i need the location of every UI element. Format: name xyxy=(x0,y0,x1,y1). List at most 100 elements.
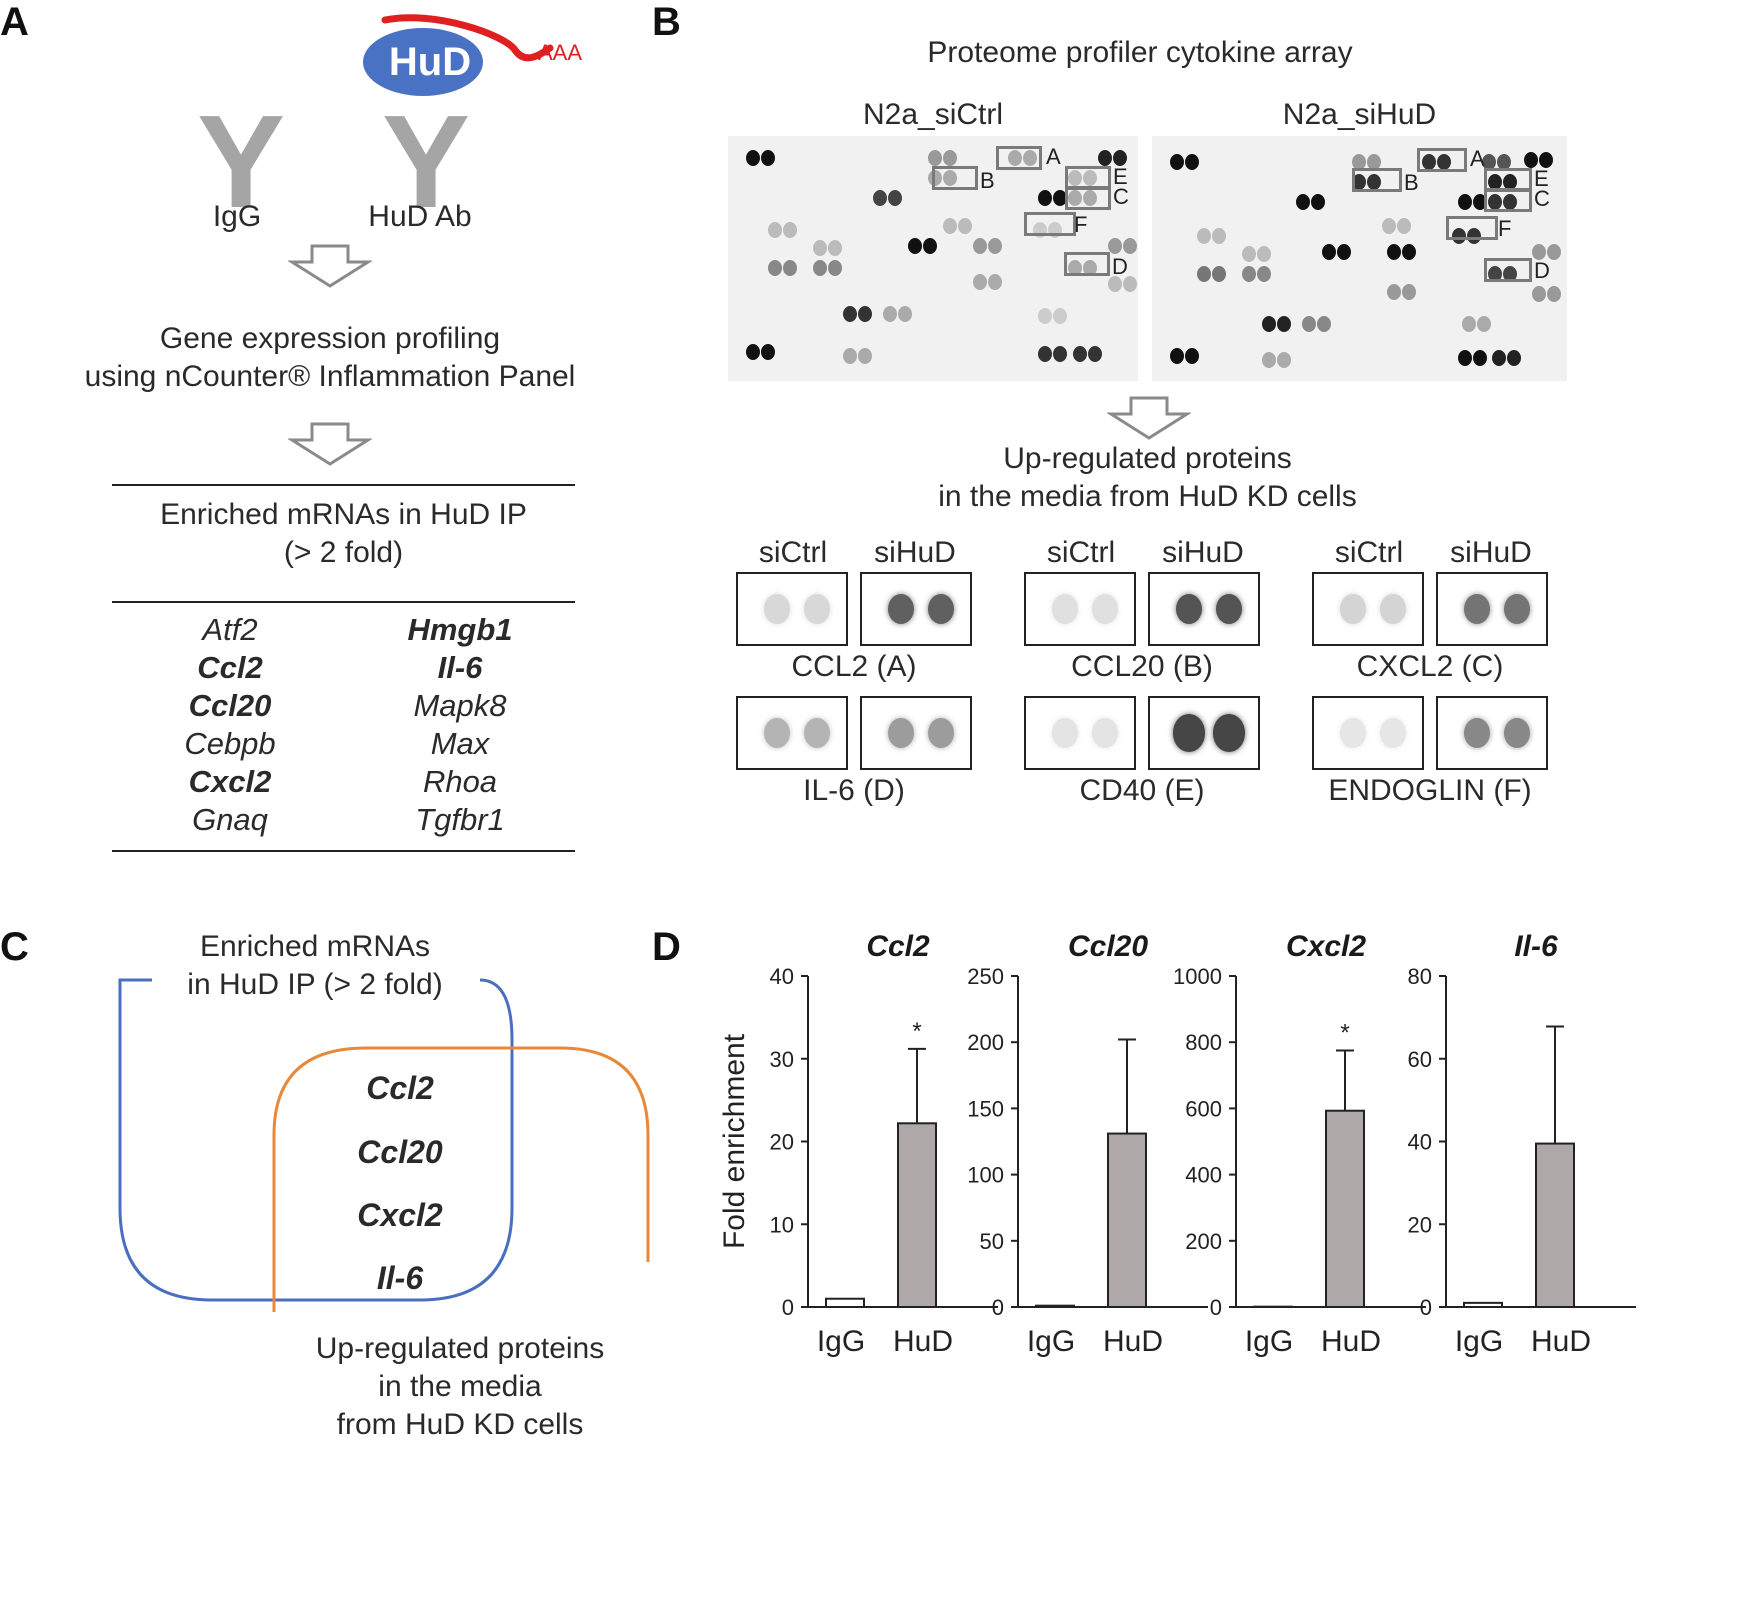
array-spot xyxy=(1212,266,1226,282)
array-spot xyxy=(1532,286,1546,302)
array-spot xyxy=(768,260,782,276)
significance-marker: * xyxy=(912,1018,921,1045)
array-spot xyxy=(783,222,797,238)
crop-name-label: CXCL2 (C) xyxy=(1356,650,1504,683)
array-spot xyxy=(1402,284,1416,300)
marker-box-f xyxy=(1024,212,1076,236)
crop-spot xyxy=(1052,594,1078,624)
marker-label-e: E xyxy=(1534,166,1549,191)
chart-title: Ccl2 xyxy=(866,930,930,963)
array-spot xyxy=(1352,174,1366,190)
igg-label: IgG xyxy=(212,200,262,233)
y-tick-label: 0 xyxy=(1420,1295,1432,1320)
crop-spot xyxy=(804,718,830,748)
x-tick-label: HuD xyxy=(893,1325,953,1358)
array-spot xyxy=(1123,276,1137,292)
crop-panel-sictrl xyxy=(1024,696,1136,770)
array-spot xyxy=(813,240,827,256)
crop-panel-sihud xyxy=(1148,572,1260,646)
x-tick-label: IgG xyxy=(1027,1325,1075,1358)
mrna-strand xyxy=(381,14,554,62)
array-spot xyxy=(943,170,957,186)
marker-label-d: D xyxy=(1534,258,1550,283)
bar-igg xyxy=(1463,1301,1503,1308)
array-spot xyxy=(923,238,937,254)
y-tick-label: 150 xyxy=(967,1096,1004,1121)
panel-a: HuD AAA Y Y IgG HuD Ab Gene expression p… xyxy=(0,0,640,880)
crop-spot xyxy=(1504,594,1530,624)
down-arrow-icon xyxy=(288,244,372,288)
table-header-line-1: Enriched mRNAs in HuD IP xyxy=(160,498,527,531)
bar-hud xyxy=(897,1122,937,1308)
y-tick-label: 20 xyxy=(770,1130,794,1155)
array-spot xyxy=(1038,346,1052,362)
marker-box-d xyxy=(1064,252,1110,276)
crop-panel-sictrl xyxy=(1312,572,1424,646)
array-spot xyxy=(746,150,760,166)
result-heading-line-2: in the media from HuD KD cells xyxy=(938,480,1357,513)
array-spot xyxy=(1477,316,1491,332)
hud-protein-blob xyxy=(363,28,483,96)
y-tick-label: 800 xyxy=(1185,1030,1222,1055)
profiling-line-2: using nCounter® Inflammation Panel xyxy=(84,360,576,393)
result-heading-line-1: Up-regulated proteins xyxy=(1003,442,1292,475)
array-spot xyxy=(1352,154,1366,170)
array-spot xyxy=(1503,266,1517,282)
crop-spot xyxy=(764,594,790,624)
array-spot xyxy=(1458,350,1472,366)
crop-panel-sihud xyxy=(1436,572,1548,646)
array-spot xyxy=(943,150,957,166)
array-spot xyxy=(1462,316,1476,332)
array-spot xyxy=(1277,352,1291,368)
crop-spot xyxy=(1380,718,1406,748)
gene-cxcl2: Cxcl2 xyxy=(188,764,272,799)
array-spot xyxy=(1422,154,1436,170)
array-spot xyxy=(858,348,872,364)
array-spot xyxy=(1317,316,1331,332)
array-spot xyxy=(761,150,775,166)
crop-panel-sictrl xyxy=(1024,572,1136,646)
array-spot xyxy=(1053,308,1067,324)
venn-diagram xyxy=(118,978,650,1312)
y-tick-label: 200 xyxy=(1185,1229,1222,1254)
crop-panel-sictrl xyxy=(736,696,848,770)
y-tick-label: 200 xyxy=(967,1030,1004,1055)
y-tick-label: 40 xyxy=(770,964,794,989)
marker-box-b xyxy=(1352,168,1402,192)
igg-antibody-icon: Y xyxy=(197,88,286,235)
array-spot xyxy=(873,190,887,206)
marker-label-e: E xyxy=(1113,164,1128,189)
y-tick-label: 1000 xyxy=(1173,964,1222,989)
crop-name-label: IL-6 (D) xyxy=(803,774,905,807)
x-tick-label: HuD xyxy=(1103,1325,1163,1358)
crop-spot xyxy=(1176,594,1202,624)
crop-name-label: CD40 (E) xyxy=(1079,774,1205,807)
array-spot xyxy=(1473,350,1487,366)
gene-max: Max xyxy=(430,726,490,761)
crop-label-sictrl: siCtrl xyxy=(1046,536,1116,569)
marker-box-e xyxy=(1484,168,1532,192)
venn-gene-cxcl2: Cxcl2 xyxy=(357,1197,443,1233)
crop-spot xyxy=(928,594,954,624)
array-spot xyxy=(783,260,797,276)
array-spot xyxy=(1524,152,1538,168)
panel-label-b: B xyxy=(652,0,681,44)
venn-set-mrna-outline xyxy=(118,978,514,1302)
hud-rna-diagram xyxy=(363,14,554,96)
table-header-line-2: (> 2 fold) xyxy=(283,536,404,569)
y-tick-label: 20 xyxy=(1408,1212,1432,1237)
crop-label-sictrl: siCtrl xyxy=(1334,536,1404,569)
array-spot xyxy=(928,150,942,166)
crop-name-label: ENDOGLIN (F) xyxy=(1328,774,1532,807)
array-spot xyxy=(908,238,922,254)
array-label-hud: N2a_siHuD xyxy=(1282,98,1437,131)
crop-spot xyxy=(1380,594,1406,624)
array-spot xyxy=(1547,244,1561,260)
hud-antibody-icon: Y xyxy=(382,88,471,235)
bar-hud xyxy=(1535,1142,1575,1308)
marker-box-f xyxy=(1446,216,1498,240)
x-tick-label: HuD xyxy=(1321,1325,1381,1358)
table-bottom-rule xyxy=(112,850,575,852)
